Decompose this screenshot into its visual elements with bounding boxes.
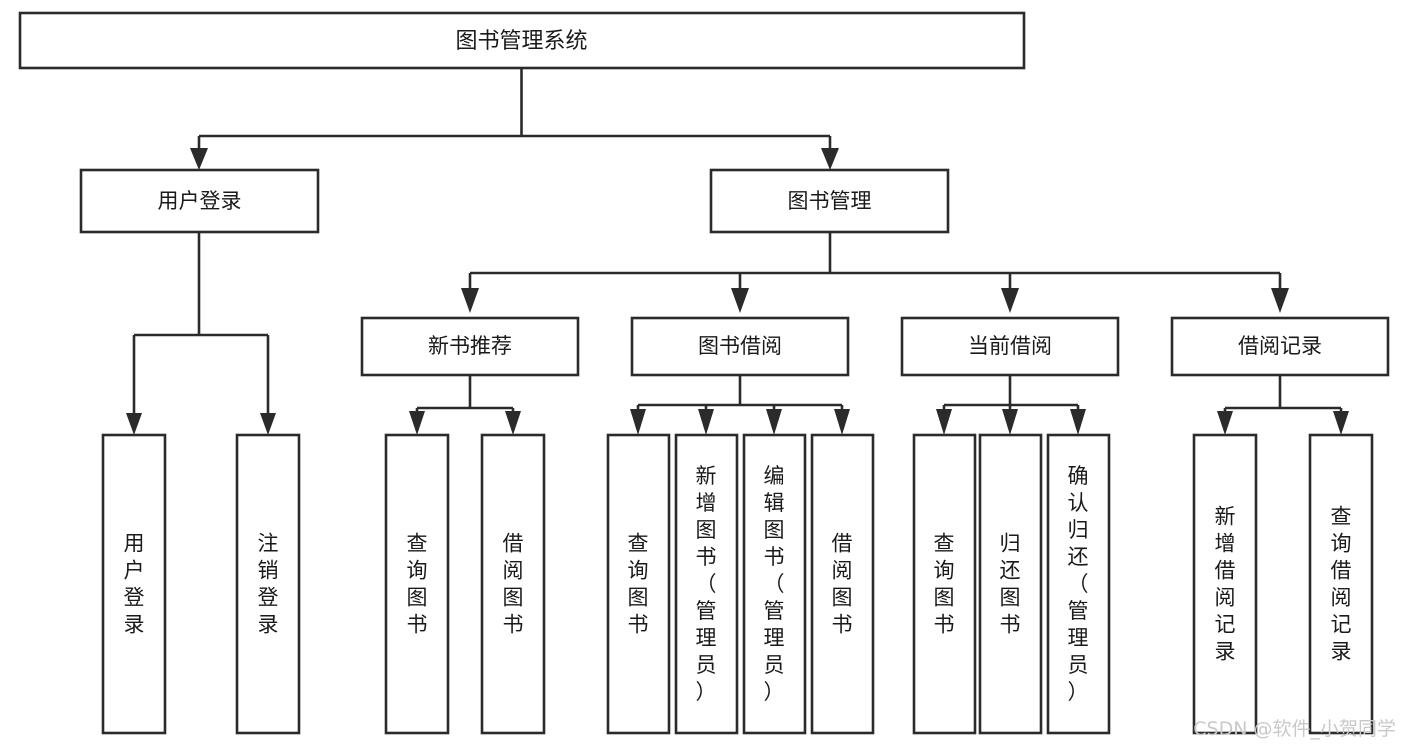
leaf-borrow-book-1[interactable]: 借阅图书 bbox=[480, 433, 546, 735]
arrow-to-leaf-query-book-3 bbox=[936, 409, 952, 435]
leaf-edit-book-label: 编辑图书（管理员） bbox=[764, 464, 785, 704]
arrow-to-leaf-edit-book bbox=[766, 409, 782, 435]
leaf-user-logout-box[interactable] bbox=[235, 433, 301, 735]
leaf-user-login-box[interactable] bbox=[101, 433, 167, 735]
leaf-confirm-return-label: 确认归还（管理员） bbox=[1068, 464, 1089, 704]
arrow-to-leaf-confirm-return bbox=[1070, 409, 1086, 435]
connectors-layer bbox=[126, 68, 1349, 435]
leaf-return-book-box[interactable] bbox=[978, 433, 1043, 735]
arrow-to-user-login bbox=[190, 148, 208, 170]
leaf-borrow-book-1-box[interactable] bbox=[480, 433, 546, 735]
leaf-user-login[interactable]: 用户登录 bbox=[101, 433, 167, 735]
arrow-to-leaf-query-book-1 bbox=[409, 411, 425, 435]
node-new-book-recommend[interactable]: 新书推荐 bbox=[360, 316, 580, 377]
leaf-user-login-label: 用户登录 bbox=[124, 532, 145, 637]
node-borrow-record-label: 借阅记录 bbox=[1238, 334, 1322, 358]
node-book-borrow[interactable]: 图书借阅 bbox=[630, 316, 850, 377]
arrow-to-book-manage bbox=[821, 148, 839, 170]
leaf-add-record-label: 新增借阅记录 bbox=[1215, 505, 1236, 664]
node-current-borrow-label: 当前借阅 bbox=[968, 334, 1052, 358]
node-root[interactable]: 图书管理系统 bbox=[18, 11, 1026, 70]
leaf-borrow-book-2[interactable]: 借阅图书 bbox=[810, 433, 875, 735]
leaf-return-book[interactable]: 归还图书 bbox=[978, 433, 1043, 735]
leaf-query-book-1-label: 查询图书 bbox=[407, 532, 428, 637]
leaf-query-book-1[interactable]: 查询图书 bbox=[384, 433, 450, 735]
arrow-to-leaf-add-record bbox=[1217, 411, 1233, 435]
node-user-login-box[interactable] bbox=[79, 168, 320, 234]
node-borrow-record[interactable]: 借阅记录 bbox=[1170, 316, 1390, 377]
node-book-borrow-box[interactable] bbox=[630, 316, 850, 377]
leaf-query-book-2-box[interactable] bbox=[606, 433, 671, 735]
arrow-to-leaf-return-book bbox=[1002, 409, 1018, 435]
node-book-manage-box[interactable] bbox=[709, 168, 950, 234]
arrow-to-leaf-query-book-2 bbox=[630, 409, 646, 435]
node-book-manage[interactable]: 图书管理 bbox=[709, 168, 950, 234]
leaf-add-record-box[interactable] bbox=[1192, 433, 1258, 735]
arrow-to-current-borrow bbox=[1001, 288, 1019, 313]
node-borrow-record-box[interactable] bbox=[1170, 316, 1390, 377]
leaf-query-book-1-box[interactable] bbox=[384, 433, 450, 735]
leaf-query-book-3-box[interactable] bbox=[912, 433, 977, 735]
leaf-confirm-return[interactable]: 确认归还（管理员） bbox=[1046, 433, 1111, 735]
node-current-borrow[interactable]: 当前借阅 bbox=[900, 316, 1120, 377]
arrow-to-book-borrow bbox=[731, 288, 749, 313]
leaf-borrow-book-2-label: 借阅图书 bbox=[832, 532, 853, 637]
node-new-book-recommend-box[interactable] bbox=[360, 316, 580, 377]
leaf-borrow-book-1-label: 借阅图书 bbox=[503, 532, 524, 637]
leaf-return-book-label: 归还图书 bbox=[1000, 532, 1021, 637]
node-current-borrow-box[interactable] bbox=[900, 316, 1120, 377]
node-user-login[interactable]: 用户登录 bbox=[79, 168, 320, 234]
leaf-add-book-label: 新增图书（管理员） bbox=[696, 464, 717, 704]
node-root-label: 图书管理系统 bbox=[455, 29, 587, 54]
leaf-query-record-box[interactable] bbox=[1308, 433, 1374, 735]
leaf-edit-book[interactable]: 编辑图书（管理员） bbox=[742, 433, 807, 735]
node-user-login-label: 用户登录 bbox=[158, 189, 242, 213]
leaf-query-record[interactable]: 查询借阅记录 bbox=[1308, 433, 1374, 735]
leaf-borrow-book-2-box[interactable] bbox=[810, 433, 875, 735]
arrow-to-leaf-add-book bbox=[698, 409, 714, 435]
arrow-to-borrow-record bbox=[1271, 288, 1289, 313]
leaf-query-record-label: 查询借阅记录 bbox=[1331, 505, 1352, 664]
leaf-confirm-return-box[interactable] bbox=[1046, 433, 1111, 735]
leaf-user-logout[interactable]: 注销登录 bbox=[235, 433, 301, 735]
leaf-query-book-2-label: 查询图书 bbox=[628, 532, 649, 637]
arrow-to-leaf-user-login bbox=[126, 413, 142, 435]
leaf-add-record[interactable]: 新增借阅记录 bbox=[1192, 433, 1258, 735]
leaf-query-book-3-label: 查询图书 bbox=[934, 532, 955, 637]
arrow-to-new-book-recommend bbox=[461, 288, 479, 313]
leaf-user-logout-label: 注销登录 bbox=[258, 532, 279, 637]
leaf-add-book[interactable]: 新增图书（管理员） bbox=[674, 433, 739, 735]
leaf-edit-book-box[interactable] bbox=[742, 433, 807, 735]
leaf-query-book-2[interactable]: 查询图书 bbox=[606, 433, 671, 735]
arrow-to-leaf-borrow-book-1 bbox=[505, 411, 521, 435]
arrow-to-leaf-user-logout bbox=[260, 413, 276, 435]
node-root-box[interactable] bbox=[18, 11, 1026, 70]
arrow-to-leaf-query-record bbox=[1333, 411, 1349, 435]
csdn-watermark: CSDN @软件_小贺同学 bbox=[1193, 718, 1396, 740]
leaf-add-book-box[interactable] bbox=[674, 433, 739, 735]
node-book-borrow-label: 图书借阅 bbox=[698, 334, 782, 358]
arrow-to-leaf-borrow-book-2 bbox=[834, 409, 850, 435]
leaf-query-book-3[interactable]: 查询图书 bbox=[912, 433, 977, 735]
node-book-manage-label: 图书管理 bbox=[788, 189, 872, 213]
node-new-book-recommend-label: 新书推荐 bbox=[428, 334, 512, 358]
